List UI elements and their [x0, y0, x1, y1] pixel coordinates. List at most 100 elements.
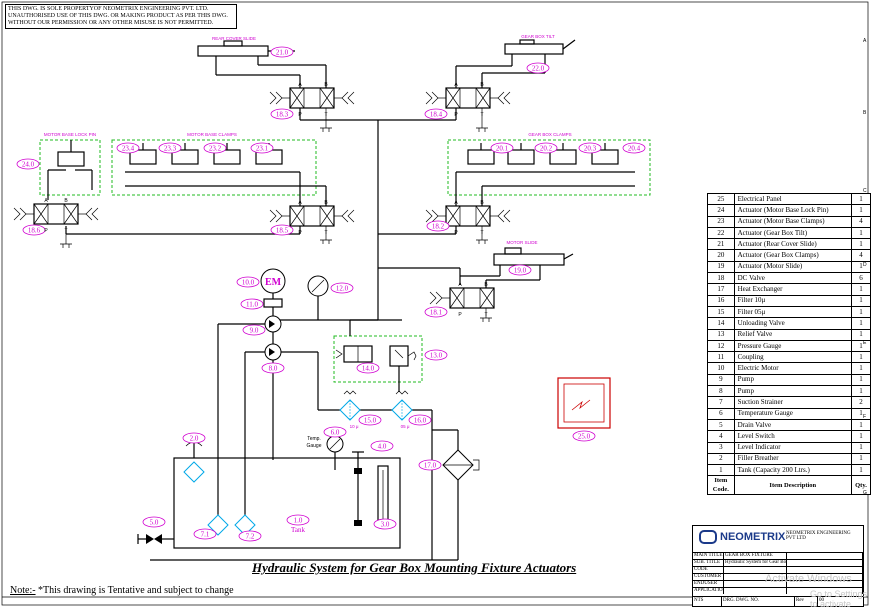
port-label: P	[454, 112, 458, 118]
bom-no: 22	[707, 226, 735, 240]
temp-gauge-label-2: Gauge	[306, 443, 321, 449]
tag-motor-base-clamp: 23.3	[164, 145, 177, 153]
tag-level-indicator-bubble	[373, 518, 397, 530]
bom-qty: 6	[851, 272, 871, 285]
dc-valve-18-2	[425, 205, 511, 227]
pressure-gauge	[307, 275, 329, 320]
title-block-cell: CODE	[693, 567, 724, 573]
tag-pump-9: 9.0	[250, 327, 259, 335]
tag-dc-valve: 18.5	[276, 227, 289, 235]
filter-16-rating: 05 μ	[401, 424, 410, 429]
tag-unloading-valve-bubble	[356, 362, 380, 374]
tag-suction-strainer-2-bubble	[238, 530, 262, 542]
port-label: A	[454, 200, 458, 206]
bom-desc: Heat Exchanger	[733, 283, 853, 296]
bom-desc: Filter 10μ	[733, 294, 853, 307]
temperature-gauge	[326, 435, 344, 470]
bom-desc: Suction Strainer	[733, 396, 853, 409]
revision-number: 00	[819, 598, 824, 603]
tag-rear-cover-slide-bubble	[270, 46, 294, 58]
logo-mark-icon	[699, 530, 717, 544]
electric-motor-label: EM	[265, 277, 282, 288]
tag-pump-9-bubble	[242, 324, 266, 336]
bom-no: 18	[707, 272, 735, 285]
frame-mark: C	[863, 188, 867, 194]
electrical-panel	[557, 377, 611, 429]
tag-relief-valve-bubble	[424, 349, 448, 361]
title-block-footer: NTS DRG. DWG. NO. Rev 00	[693, 596, 863, 606]
tag-level-switch: 4.0	[378, 443, 387, 451]
tag-motor-base-clamp: 23.2	[209, 145, 222, 153]
tag-temperature-gauge-bubble	[323, 426, 347, 438]
level-switch	[352, 451, 364, 526]
bom-no: 23	[707, 215, 735, 228]
frame-mark: D	[863, 262, 867, 268]
title-block-cell: MAIN TITLE	[694, 553, 724, 559]
bom-no: 17	[707, 283, 735, 296]
tag-gear-box-tilt: 22.0	[532, 65, 545, 73]
tag-motor-base-clamp: 23.1	[256, 145, 269, 153]
tag-gear-box-clamp: 20.1	[496, 145, 509, 153]
bom-desc: Relief Valve	[733, 328, 853, 341]
port-label: P	[458, 312, 462, 318]
bom-qty: 1	[851, 328, 871, 341]
tag-motor-slide: 19.0	[514, 267, 527, 275]
bom-no: 21	[707, 238, 735, 251]
revision-label: Rev	[795, 597, 818, 606]
tag-motor-base-clamp-bubble	[203, 142, 227, 154]
bom-desc: Pump	[733, 373, 853, 387]
tag-heat-exchanger-bubble	[418, 459, 442, 471]
drawing-note: Note:- *This drawing is Tentative and su…	[10, 585, 234, 596]
bom-qty: 1	[851, 283, 871, 296]
bom-qty: 1	[851, 317, 871, 330]
tag-relief-valve: 13.0	[430, 352, 443, 360]
gear-box-tilt-actuator	[455, 39, 576, 88]
label-motor-base-lock-pin: MOTOR BASE LOCK PIN	[44, 132, 96, 137]
bom-qty: 4	[851, 215, 871, 228]
tag-dc-valve: 18.4	[430, 111, 443, 119]
tag-rear-cover-slide: 21.0	[276, 49, 289, 57]
dc-valve-18-4	[425, 87, 511, 109]
tag-tank: 1.0	[294, 517, 303, 525]
tag-electrical-panel-bubble	[572, 430, 596, 442]
port-label: A	[454, 82, 458, 88]
bom-no: 12	[707, 339, 735, 353]
bom-qty: 1	[851, 294, 871, 307]
bom-qty: 1	[851, 204, 871, 217]
relief-valve	[389, 345, 417, 367]
title-block-row: ENDUSER	[693, 580, 863, 587]
tag-suction-strainer-1-bubble	[193, 528, 217, 540]
bom-no: 6	[707, 407, 735, 420]
title-block-cell	[787, 567, 863, 573]
bom-no: 1	[707, 464, 735, 477]
port-label: P	[298, 112, 302, 118]
bom-no: 20	[707, 249, 735, 262]
frame-mark: B	[863, 110, 867, 116]
gear-box-clamps-actuators	[447, 139, 651, 206]
bom-no: 3	[707, 441, 735, 454]
tag-filter-16: 16.0	[414, 417, 427, 425]
bom-qty: 1	[851, 407, 871, 420]
port-label: A	[298, 82, 302, 88]
title-block-cell: SUB. TITLE	[693, 560, 724, 566]
logo-text: NEOMETRIX	[720, 530, 786, 543]
drain-valve	[137, 534, 174, 544]
title-block-cell: APPLICATION	[694, 588, 724, 594]
bom-qty: 2	[851, 396, 871, 409]
port-label: B	[484, 282, 488, 288]
bom-qty: 1	[851, 385, 871, 398]
tag-gear-box-clamp: 20.4	[628, 145, 641, 153]
tag-filler-breather-bubble	[182, 432, 206, 444]
tag-gear-box-clamp-bubble	[578, 142, 602, 154]
tag-filter-15: 15.0	[364, 417, 377, 425]
